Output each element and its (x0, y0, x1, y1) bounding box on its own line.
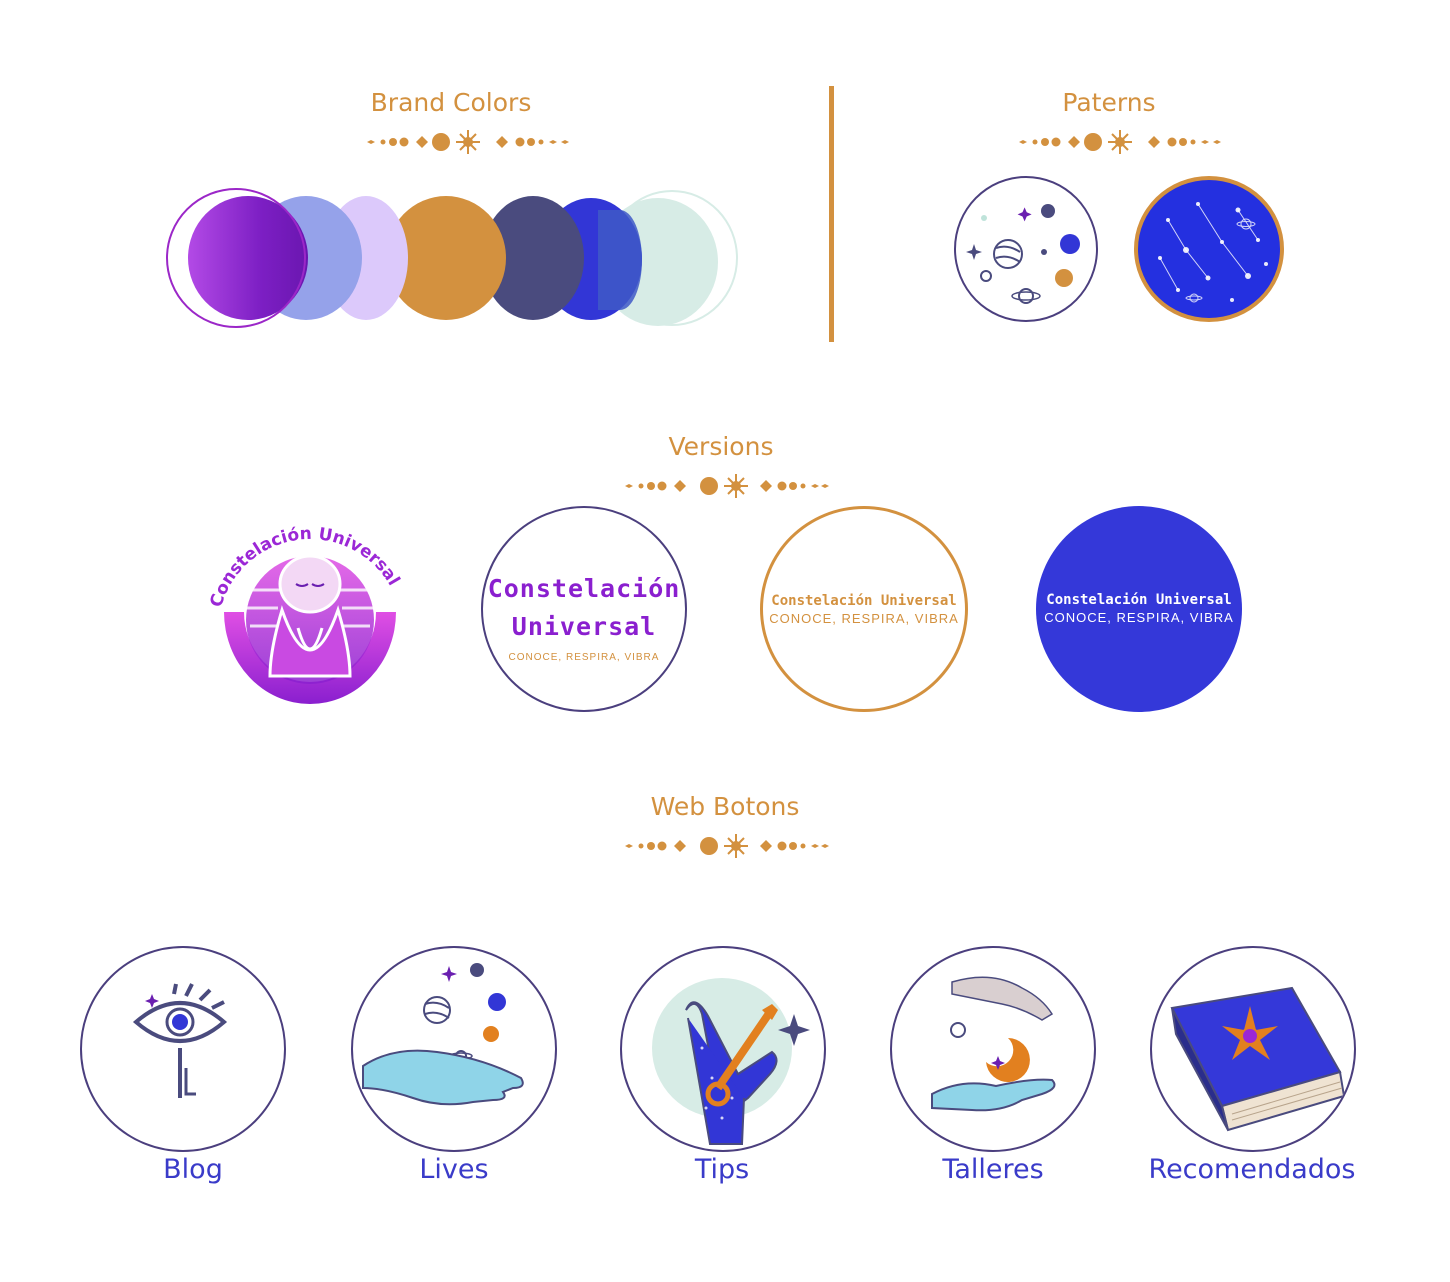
hands-moon-icon (931, 976, 1056, 1112)
swatch-purple-ring (166, 188, 306, 328)
eye-key-moon-icon (132, 983, 228, 1122)
talleres-label[interactable]: Talleres (942, 1154, 1044, 1185)
planets-pattern-icon (966, 204, 1080, 304)
logo-purple: Constelación Universal (200, 500, 420, 712)
hand-key-icon (652, 978, 810, 1145)
recomendados-button[interactable] (1150, 946, 1356, 1152)
recomendados-label[interactable]: Recomendados (1148, 1154, 1356, 1185)
tips-label[interactable]: Tips (694, 1154, 750, 1185)
constellation-pattern-icon (1158, 202, 1268, 303)
version-blue: Constelación Universal CONOCE, RESPIRA, … (1036, 506, 1242, 712)
brand-colors-heading: Brand Colors (370, 88, 532, 117)
version-gold: Constelación Universal CONOCE, RESPIRA, … (760, 506, 968, 712)
pattern-dark (1134, 176, 1284, 322)
swatch-overlap-tint (598, 210, 642, 310)
meditating-figure-logo-icon: Constelación Universal (206, 524, 404, 704)
white-title-line1: Constelación (487, 574, 681, 603)
ornament-divider-icon (625, 474, 829, 498)
lives-button[interactable] (351, 946, 557, 1152)
versions-heading: Versions (668, 432, 774, 461)
white-tagline: CONOCE, RESPIRA, VIBRA (508, 652, 660, 663)
hand-planets-icon (362, 963, 524, 1106)
book-star-icon (1170, 986, 1346, 1132)
ornament-divider-icon (1019, 130, 1221, 154)
version-white: Constelación Universal CONOCE, RESPIRA, … (481, 506, 687, 712)
blog-label[interactable]: Blog (163, 1154, 223, 1185)
pattern-light (954, 176, 1098, 322)
lives-label[interactable]: Lives (419, 1154, 489, 1185)
patterns-heading: Paterns (1062, 88, 1156, 117)
blog-button[interactable] (80, 946, 286, 1152)
section-divider (829, 86, 834, 342)
talleres-button[interactable] (890, 946, 1096, 1152)
white-title-line2: Universal (511, 612, 657, 641)
ornament-divider-icon (367, 130, 569, 154)
blue-title: Constelación Universal (1046, 592, 1232, 608)
gold-tagline: CONOCE, RESPIRA, VIBRA (769, 611, 959, 626)
gold-title: Constelación Universal (771, 593, 957, 609)
blue-tagline: CONOCE, RESPIRA, VIBRA (1044, 610, 1234, 625)
ornament-divider-icon (625, 834, 829, 858)
web-buttons-heading: Web Botons (650, 792, 800, 821)
tips-button[interactable] (620, 946, 826, 1152)
